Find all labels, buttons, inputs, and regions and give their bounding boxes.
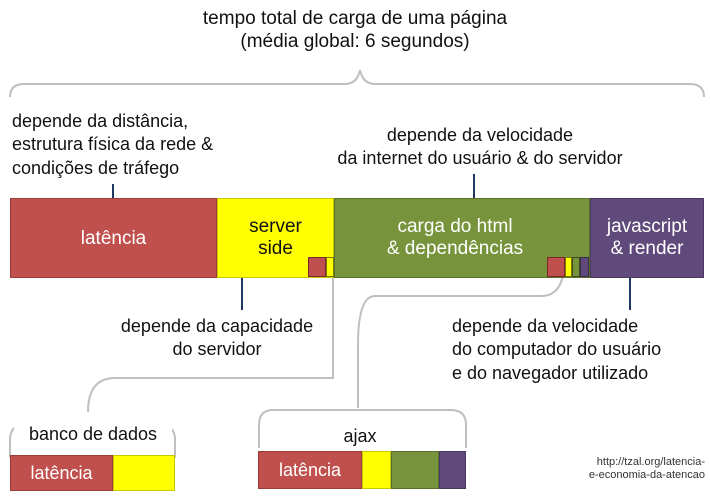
ajax-js-segment [439, 451, 466, 489]
client-note-line-3: e do navegador utilizado [452, 362, 649, 383]
client-note-line-1: depende da velocidade [452, 316, 639, 336]
ajax-latency-mini [547, 257, 565, 277]
ajax-html-mini [572, 257, 580, 277]
network-note-line-1: depende da velocidade [386, 125, 574, 145]
network-note: depende da velocidade da internet do usu… [290, 124, 670, 171]
ajax-server-mini [565, 257, 572, 277]
ajax-html-segment [391, 451, 439, 489]
server-side-line-2: side [258, 237, 293, 259]
db-latency-label: latência [30, 463, 93, 483]
client-note-line-2: do computador do usuário [452, 339, 662, 360]
html-segment-label: carga do html & dependências [335, 216, 575, 260]
title-line-1: tempo total de carga de uma página [202, 8, 508, 29]
latency-segment: latência [10, 198, 217, 278]
client-note: depende da velocidade do computador do u… [452, 315, 661, 385]
latency-note-line-3: condições de tráfego [12, 157, 180, 178]
db-connector [87, 260, 334, 413]
total-time-brace [9, 69, 705, 98]
ajax-connector [357, 261, 565, 408]
latency-segment-label: latência [80, 228, 147, 249]
server-note: depende da capacidade do servidor [62, 315, 372, 362]
db-bar: latência [10, 455, 175, 491]
ajax-brace [258, 409, 467, 448]
server-note-line-2: do servidor [172, 339, 262, 360]
latency-note: depende da distância, estrutura física d… [12, 110, 213, 180]
js-render-segment: javascript & render [590, 198, 704, 278]
js-render-line-1: javascript [606, 216, 688, 237]
html-segment: carga do html & dependências [334, 198, 590, 278]
server-side-line-1: server [249, 216, 302, 237]
title-line-2: (média global: 6 segundos) [240, 30, 470, 52]
html-segment-line-1: carga do html [397, 216, 513, 237]
latency-note-line-2: estrutura física da rede & [12, 134, 214, 155]
network-note-line-2: da internet do usuário & do servidor [337, 148, 623, 169]
db-server-segment [113, 455, 175, 491]
server-note-line-1: depende da capacidade [120, 316, 314, 336]
ajax-latency-label: latência [278, 460, 342, 480]
source-link[interactable]: http://tzal.org/latencia- e-economia-da-… [540, 456, 705, 482]
ajax-js-mini [580, 257, 589, 277]
server-db-latency-mini [308, 257, 326, 277]
ajax-server-segment [362, 451, 391, 489]
latency-note-line-1: depende da distância, [12, 111, 189, 131]
page-load-bar: latência server side carga do html & dep… [10, 198, 704, 278]
source-line-1: http://tzal.org/latencia- [596, 456, 705, 468]
server-side-label: server side [218, 216, 333, 260]
page-title: tempo total de carga de uma página (médi… [0, 8, 710, 54]
ajax-bar: latência [258, 451, 466, 489]
source-line-2: e-economia-da-atencao [588, 469, 705, 482]
js-render-label: javascript & render [591, 216, 703, 260]
server-side-segment: server side [217, 198, 334, 278]
html-segment-line-2: & dependências [386, 237, 524, 259]
ajax-latency-segment: latência [258, 451, 362, 489]
server-db-mini [326, 257, 334, 277]
db-title: banco de dados [14, 424, 172, 446]
ajax-title: ajax [343, 426, 377, 446]
js-render-line-2: & render [610, 237, 684, 259]
db-latency-segment: latência [10, 455, 113, 491]
